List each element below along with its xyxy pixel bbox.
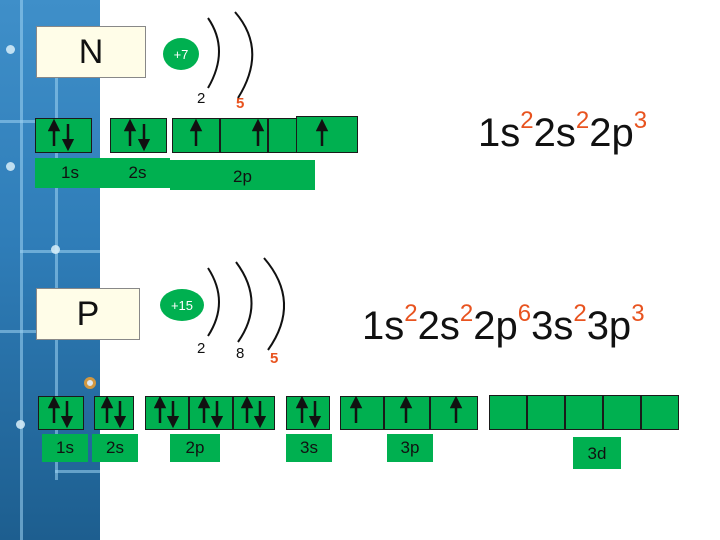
shell-arc-p-3 [263, 257, 286, 351]
orbital-label-p-3p: 3p [387, 434, 433, 462]
shell-arc-p-1 [207, 267, 220, 337]
shell-count-2-phosphorus: 8 [236, 345, 245, 362]
formula-n-2s: 2s [533, 111, 576, 155]
formula-n-sup2: 2 [575, 107, 590, 134]
shell-arc-p-2 [235, 261, 253, 343]
orbital-cell-p-3d-1 [489, 395, 527, 430]
orbital-label-n-2p: 2p [170, 160, 315, 190]
formula-p-sup3: 6 [517, 300, 532, 327]
formula-n-2p: 2p [589, 111, 634, 155]
formula-p-sup2: 2 [459, 300, 474, 327]
formula-p-sup4: 2 [573, 300, 587, 327]
orbital-cell-p-3d-5 [641, 395, 679, 430]
formula-n-1s: 1s [478, 111, 521, 155]
orbital-label-n-1s: 1s [35, 158, 105, 188]
formula-n-sup1: 2 [520, 107, 534, 134]
orbital-cell-p-2s [94, 396, 134, 430]
orbital-label-p-3d: 3d [573, 437, 621, 469]
element-symbol-phosphorus: P [36, 288, 140, 340]
formula-p-sup1: 2 [404, 300, 418, 327]
electron-formula-nitrogen: 1s22s22p3 [478, 107, 647, 156]
element-symbol-nitrogen: N [36, 26, 146, 78]
shell-count-1-nitrogen: 2 [197, 90, 206, 107]
nucleus-phosphorus: +15 [160, 289, 204, 321]
shell-count-1-phosphorus: 2 [197, 340, 206, 357]
formula-p-2p: 2p [473, 304, 518, 348]
shell-arc-n-1 [207, 17, 220, 89]
nucleus-nitrogen: +7 [163, 38, 199, 70]
shell-count-2-nitrogen: 5 [236, 95, 245, 112]
orbital-cell-p-3d-2 [527, 395, 565, 430]
electron-formula-phosphorus: 1s22s22p63s23p3 [362, 300, 645, 349]
orbital-cell-p-3d-3 [565, 395, 603, 430]
shell-arc-n-2 [234, 11, 254, 99]
formula-p-3p: 3p [586, 304, 632, 348]
orbital-label-p-2p: 2p [170, 434, 220, 462]
orbital-label-p-3s: 3s [286, 434, 332, 462]
orbital-label-p-1s: 1s [42, 434, 88, 462]
formula-n-sup3: 3 [633, 107, 648, 134]
formula-p-1s: 1s [362, 304, 405, 348]
formula-p-3s: 3s [531, 304, 574, 348]
orbital-label-p-2s: 2s [92, 434, 138, 462]
formula-p-sup5: 3 [631, 300, 645, 327]
shell-count-3-phosphorus: 5 [270, 350, 279, 367]
orbital-cell-p-3d-4 [603, 395, 641, 430]
orbital-label-n-2s: 2s [105, 158, 170, 188]
formula-p-2s: 2s [417, 304, 460, 348]
